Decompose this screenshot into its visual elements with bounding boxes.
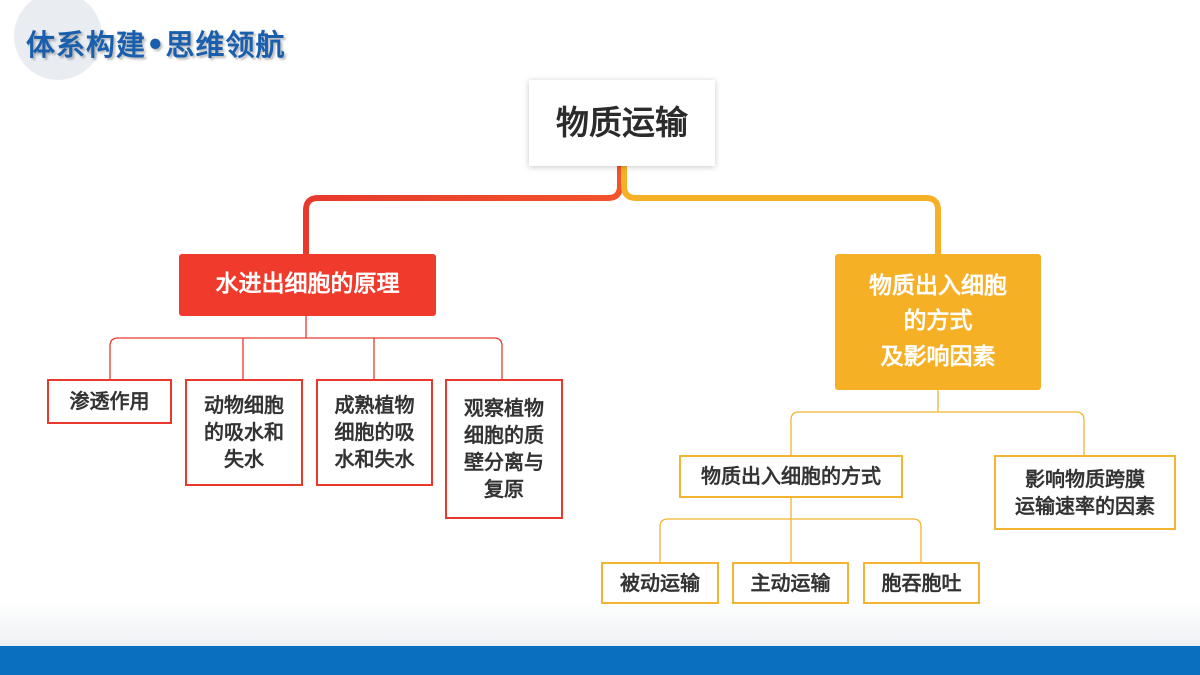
leaf-passive-transport: 被动运输 (601, 562, 719, 604)
connector-root-right (621, 163, 941, 257)
leaf-active-transport: 主动运输 (732, 562, 849, 604)
footer-fade (0, 600, 1200, 646)
leaf-endo-exocytosis: 胞吞胞吐 (863, 562, 980, 604)
page-title: 体系构建•思维领航 (26, 28, 286, 62)
connector-left-leaves (109, 316, 503, 379)
node-rate-factors: 影响物质跨膜 运输速率的因素 (994, 455, 1176, 530)
footer-bar (0, 646, 1200, 675)
connector-root-left (303, 163, 623, 257)
leaf-plant-cell-water: 成熟植物 细胞的吸 水和失水 (316, 379, 433, 486)
branch-transport-modes-factors: 物质出入细胞 的方式 及影响因素 (835, 254, 1041, 390)
leaf-animal-cell-water: 动物细胞 的吸水和 失水 (185, 379, 303, 486)
node-transport-modes: 物质出入细胞的方式 (679, 455, 903, 498)
root-node: 物质运输 (529, 80, 715, 166)
header-decor-circle (14, 0, 102, 80)
leaf-plasmolysis: 观察植物 细胞的质 壁分离与 复原 (445, 379, 563, 519)
branch-water-principle: 水进出细胞的原理 (179, 254, 436, 316)
leaf-osmosis: 渗透作用 (47, 379, 172, 424)
connector-right-children (659, 390, 1085, 562)
